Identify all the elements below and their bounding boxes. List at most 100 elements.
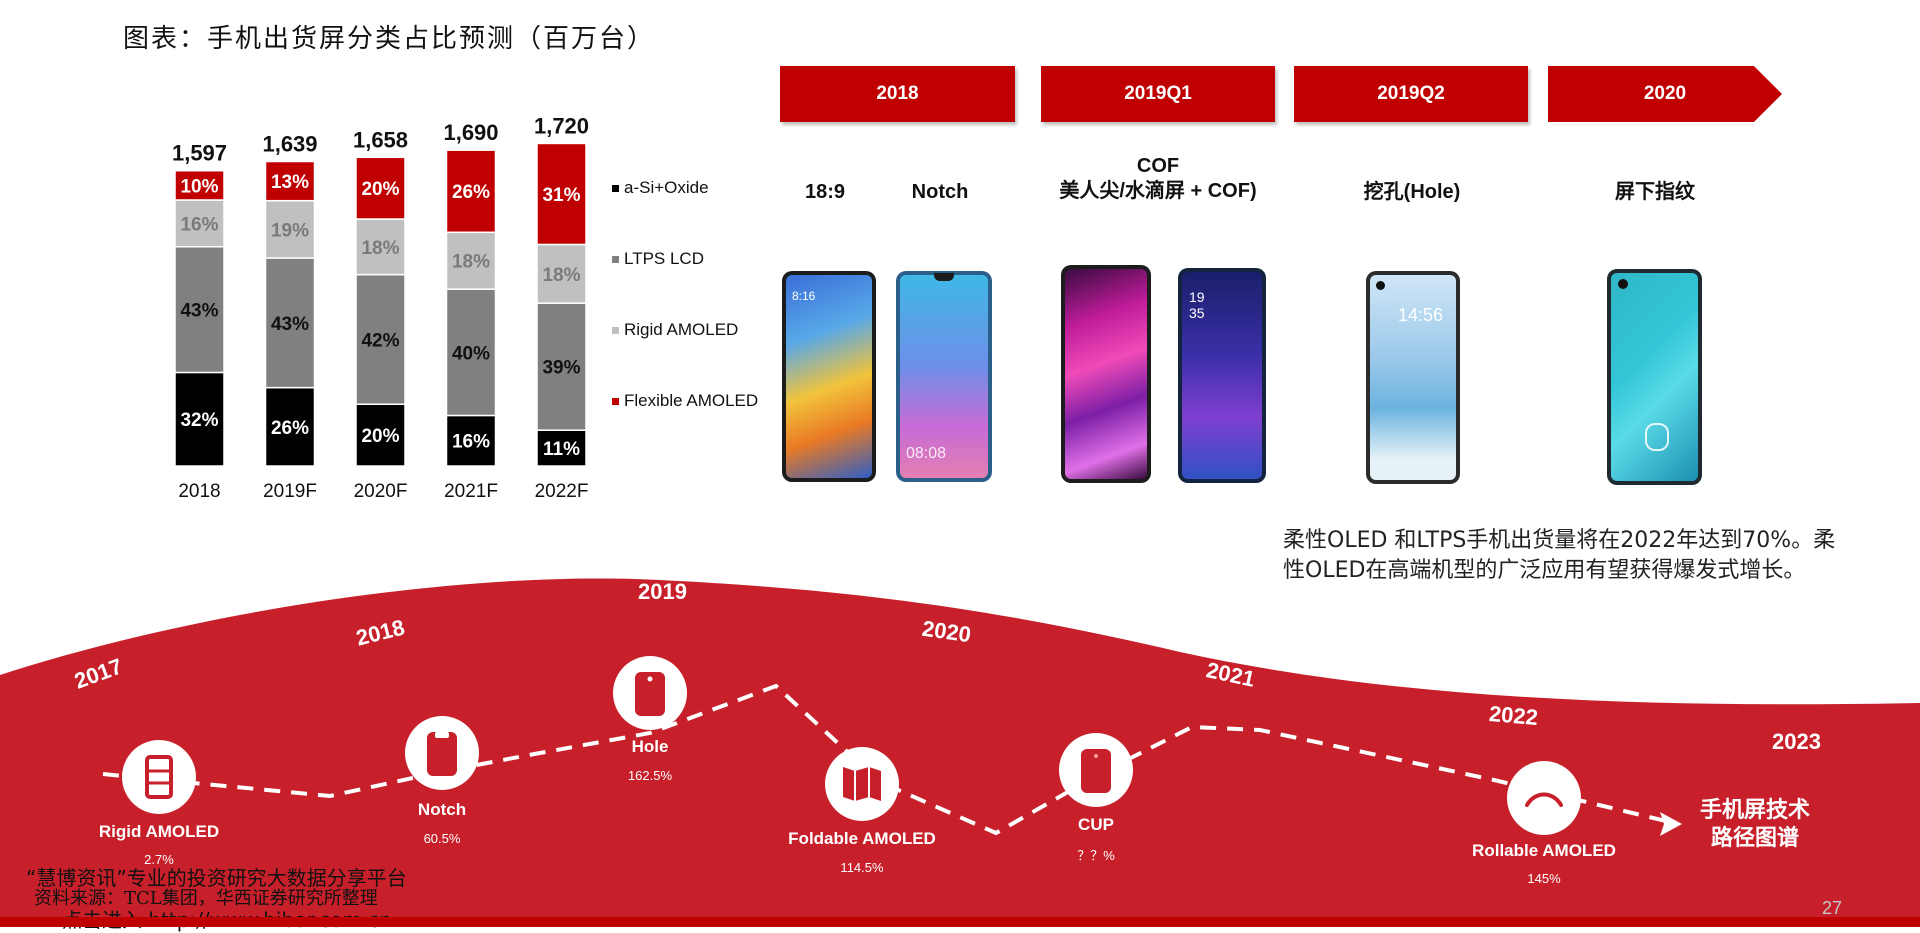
phone-screen: 19 35 bbox=[1182, 272, 1262, 479]
phone-image-hole: 14:56 bbox=[1366, 271, 1460, 484]
data-label: 20% bbox=[361, 179, 399, 200]
legend-item-flexible: Flexible AMOLED bbox=[612, 391, 758, 411]
bar-segment bbox=[174, 169, 225, 201]
hole-glyph bbox=[635, 672, 665, 716]
milestone-pct: 145% bbox=[1527, 871, 1561, 886]
feature-notch: Notch bbox=[911, 181, 969, 203]
phone-screen: 08:08 bbox=[900, 273, 988, 478]
ribbon-2020: 2020 bbox=[1548, 66, 1782, 122]
data-label: 31% bbox=[542, 185, 580, 206]
legend-swatch bbox=[612, 185, 619, 193]
chart-svg: 32%43%16%10%1,597201826%43%19%13%1,63920… bbox=[172, 113, 589, 502]
milestone-label: Rollable AMOLED bbox=[1472, 841, 1616, 860]
bar-segment bbox=[264, 257, 316, 389]
feature-18-9: 18:9 bbox=[804, 181, 846, 203]
phone-image-fingerprint bbox=[1607, 269, 1702, 485]
notch-glyph bbox=[427, 732, 457, 776]
data-label: 10% bbox=[180, 176, 218, 197]
legend-item-ltps: LTPS LCD bbox=[612, 249, 704, 269]
x-tick-label: 2022F bbox=[535, 481, 589, 502]
rigid-amoled-glyph bbox=[145, 755, 173, 799]
phone-clock-minutes: 35 bbox=[1189, 305, 1205, 321]
milestone-pct: ？？% bbox=[1077, 848, 1115, 863]
rigid-amoled-icon bbox=[122, 740, 196, 814]
legend-label: LTPS LCD bbox=[624, 249, 704, 268]
phone-image-cof: 19 35 bbox=[1178, 268, 1266, 483]
cup-icon bbox=[1059, 733, 1133, 807]
data-label: 18% bbox=[361, 238, 399, 259]
page-number: 27 bbox=[1822, 898, 1843, 918]
bar-segment bbox=[355, 156, 406, 220]
milestone-pct: 162.5% bbox=[627, 768, 673, 783]
notch-icon bbox=[405, 716, 479, 790]
page-title: 图表：手机出货屏分类占比预测（百万台） bbox=[123, 24, 656, 54]
roadmap-path bbox=[102, 683, 1671, 836]
bar-segment bbox=[355, 403, 406, 467]
total-label: 1,597 bbox=[172, 141, 227, 166]
total-label: 1,639 bbox=[262, 131, 317, 156]
year-2022: 2022 bbox=[1488, 700, 1539, 731]
bottom-bar bbox=[0, 917, 1920, 927]
roadmap-title-line1: 手机屏技术 bbox=[1700, 797, 1811, 822]
phone-clock: 08:08 bbox=[906, 445, 947, 462]
ribbon-2018: 2018 bbox=[780, 66, 1015, 122]
legend-swatch bbox=[612, 256, 619, 264]
x-tick-label: 2019F bbox=[263, 481, 317, 502]
bar-segment bbox=[264, 199, 316, 259]
data-label: 42% bbox=[361, 330, 399, 351]
data-label: 40% bbox=[452, 343, 490, 364]
bar-segment bbox=[536, 429, 587, 467]
data-label: 26% bbox=[452, 182, 490, 203]
data-label: 18% bbox=[542, 265, 580, 286]
milestone-pct: 114.5% bbox=[840, 860, 884, 875]
x-tick-label: 2021F bbox=[444, 481, 498, 502]
fingerprint-icon bbox=[1645, 423, 1669, 451]
milestone-pct: 60.5% bbox=[423, 831, 461, 846]
legend-swatch bbox=[612, 327, 619, 335]
bar-segment bbox=[264, 386, 316, 467]
data-label: 32% bbox=[180, 410, 218, 431]
phone-image-notch: 08:08 bbox=[896, 271, 992, 482]
data-label: 16% bbox=[180, 214, 218, 235]
legend-item-rigid: Rigid AMOLED bbox=[612, 320, 738, 340]
bar-segment bbox=[445, 231, 497, 290]
foldable-glyph bbox=[843, 767, 881, 801]
phone-image-18-9: 8:16 bbox=[782, 271, 876, 482]
bar-segment bbox=[536, 142, 587, 246]
phone-clock-hours: 19 bbox=[1189, 289, 1205, 305]
feature-cof-line2: 美人尖/水滴屏 + COF) bbox=[1059, 180, 1257, 202]
data-label: 19% bbox=[271, 220, 309, 241]
feature-cof-line1: COF bbox=[1136, 155, 1180, 177]
legend-item-asi: a-Si+Oxide bbox=[612, 178, 709, 198]
notch-shape bbox=[934, 273, 954, 281]
total-label: 1,690 bbox=[443, 120, 498, 145]
bar-segment bbox=[174, 245, 225, 374]
ribbon-2019q1: 2019Q1 bbox=[1041, 66, 1275, 122]
watermark-line1[interactable]: “慧博资讯”专业的投资研究大数据分享平台 bbox=[26, 866, 407, 890]
rollable-glyph bbox=[1525, 792, 1563, 807]
bar-segment bbox=[445, 149, 497, 234]
source-note: 资料来源：TCL集团，华西证券研究所整理 bbox=[34, 888, 378, 909]
bar-segment bbox=[445, 414, 497, 467]
roadmap-title: 手机屏技术 路径图谱 bbox=[1700, 796, 1810, 852]
bar-segment bbox=[536, 302, 587, 431]
phone-screen: 8:16 bbox=[786, 275, 872, 478]
bar-segment bbox=[174, 371, 225, 467]
x-tick-label: 2018 bbox=[178, 481, 220, 502]
legend-swatch bbox=[612, 398, 619, 406]
year-2023: 2023 bbox=[1772, 729, 1821, 754]
data-label: 20% bbox=[361, 426, 399, 447]
milestone-pct: 2.7% bbox=[144, 852, 174, 867]
roadmap-wave bbox=[0, 578, 1920, 927]
data-label: 11% bbox=[543, 439, 580, 460]
data-label: 13% bbox=[271, 172, 309, 193]
bar-segment bbox=[536, 243, 587, 304]
bar-segment bbox=[264, 160, 316, 202]
data-label: 43% bbox=[271, 314, 309, 335]
year-2019: 2019 bbox=[638, 579, 687, 604]
data-label: 18% bbox=[452, 252, 490, 273]
phone-image-waterdrop bbox=[1061, 265, 1151, 483]
total-label: 1,720 bbox=[534, 113, 589, 138]
punch-hole-camera bbox=[1376, 281, 1385, 290]
